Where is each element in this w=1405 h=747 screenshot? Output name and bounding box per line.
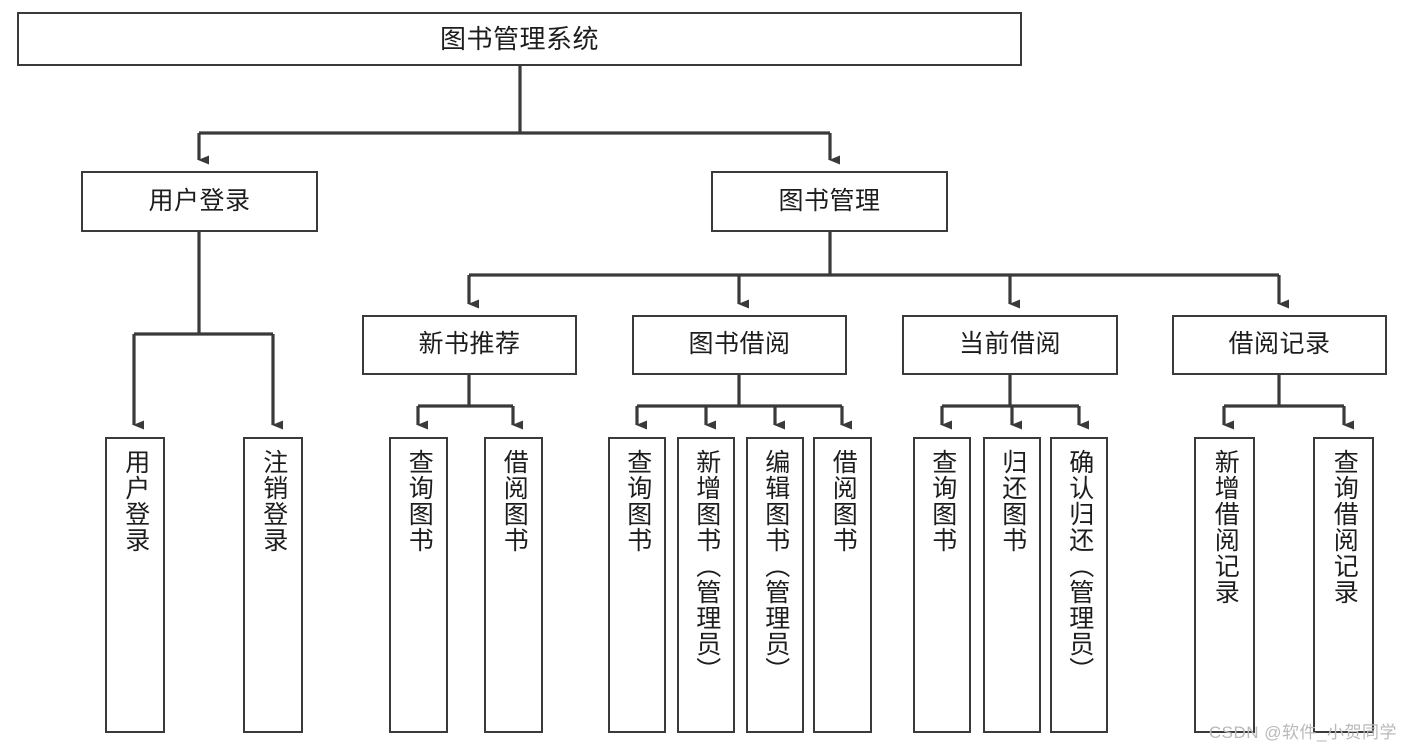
node-label: 确认归还（管理员） (1065, 449, 1094, 683)
node-label: 编辑图书（管理员） (761, 449, 790, 683)
node-label: 用户登录 (121, 449, 150, 553)
node-borrow-record[interactable]: 借阅记录 (1172, 315, 1387, 375)
node-root-book-management-system[interactable]: 图书管理系统 (17, 12, 1022, 66)
node-label: 查询借阅记录 (1330, 449, 1359, 605)
node-current-borrow[interactable]: 当前借阅 (902, 315, 1118, 375)
node-book-borrow[interactable]: 图书借阅 (632, 315, 847, 375)
leaf-query-book-1[interactable]: 查询图书 (389, 437, 448, 733)
leaf-borrow-book-2[interactable]: 借阅图书 (813, 437, 872, 733)
node-label: 借阅图书 (829, 449, 858, 553)
leaf-query-book-3[interactable]: 查询图书 (913, 437, 971, 733)
node-label: 当前借阅 (958, 330, 1061, 359)
node-label: 归还图书 (998, 449, 1027, 553)
node-label: 查询图书 (928, 449, 957, 553)
node-label: 图书借阅 (688, 330, 791, 359)
leaf-query-book-2[interactable]: 查询图书 (608, 437, 666, 733)
leaf-edit-book-admin[interactable]: 编辑图书（管理员） (746, 437, 804, 733)
leaf-query-borrow-record[interactable]: 查询借阅记录 (1313, 437, 1374, 733)
leaf-borrow-book-1[interactable]: 借阅图书 (484, 437, 543, 733)
node-label: 查询图书 (405, 449, 434, 553)
leaf-return-book[interactable]: 归还图书 (983, 437, 1041, 733)
leaf-user-login[interactable]: 用户登录 (105, 437, 165, 733)
csdn-watermark: CSDN @软件_小贺同学 (1208, 723, 1397, 742)
node-label: 图书管理 (778, 186, 881, 215)
leaf-logout-login[interactable]: 注销登录 (243, 437, 303, 733)
node-new-book-recommend[interactable]: 新书推荐 (362, 315, 577, 375)
leaf-add-borrow-record[interactable]: 新增借阅记录 (1194, 437, 1255, 733)
node-book-management[interactable]: 图书管理 (711, 171, 948, 232)
node-label: 查询图书 (623, 449, 652, 553)
node-label: 借阅记录 (1228, 330, 1331, 359)
leaf-confirm-return-admin[interactable]: 确认归还（管理员） (1050, 437, 1108, 733)
node-label: 新增借阅记录 (1211, 449, 1240, 605)
node-label: 注销登录 (259, 449, 288, 553)
node-label: 借阅图书 (500, 449, 529, 553)
node-label: 图书管理系统 (439, 23, 599, 54)
node-label: 新书推荐 (418, 330, 521, 359)
node-label: 新增图书（管理员） (692, 449, 721, 683)
node-user-login[interactable]: 用户登录 (81, 171, 318, 232)
leaf-add-book-admin[interactable]: 新增图书（管理员） (677, 437, 735, 733)
node-label: 用户登录 (148, 186, 251, 215)
